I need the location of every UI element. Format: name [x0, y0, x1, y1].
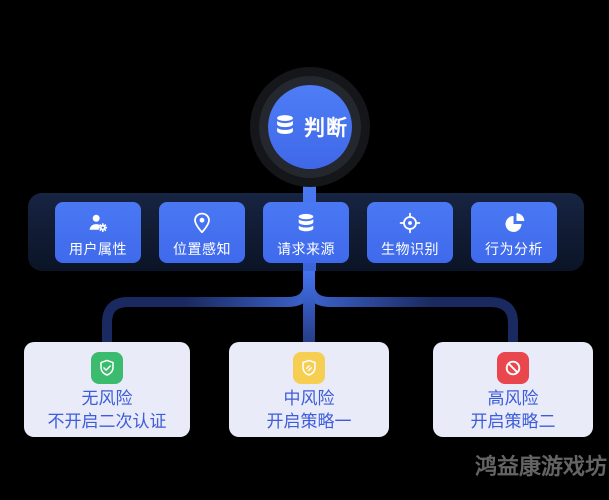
hub-label: 判断: [304, 117, 348, 140]
outcome-card-no-risk: 无风险 不开启二次认证: [24, 342, 190, 437]
factor-node-location: 位置感知: [159, 202, 245, 263]
factor-label: 请求来源: [277, 241, 335, 257]
outcome-card-medium-risk: 中风险 开启策略一: [229, 342, 389, 437]
database-icon: [272, 112, 298, 143]
outcome-subtitle: 不开启二次认证: [47, 412, 167, 431]
shield-alert-icon: [293, 352, 325, 384]
database-icon: [294, 210, 318, 235]
watermark: 鸿益康游戏坊: [474, 454, 607, 479]
factor-label: 用户属性: [69, 241, 127, 257]
outcome-title: 高风险: [487, 389, 539, 408]
shield-check-icon: [91, 352, 123, 384]
outcome-subtitle: 开启策略一: [266, 412, 352, 431]
outcome-card-high-risk: 高风险 开启策略二: [433, 342, 593, 437]
location-pin-icon: [190, 210, 214, 235]
outcome-title: 无风险: [81, 389, 133, 408]
factor-node-biometrics: 生物识别: [367, 202, 453, 263]
factor-node-behavior: 行为分析: [471, 202, 557, 263]
factor-node-user-attributes: 用户属性: [55, 202, 141, 263]
branch-connectors: [102, 271, 518, 343]
factor-label: 行为分析: [485, 241, 543, 257]
factor-label: 生物识别: [381, 241, 439, 257]
factor-node-request-source: 请求来源: [263, 202, 349, 263]
outcome-subtitle: 开启策略二: [470, 412, 556, 431]
hub-node: 判断: [268, 85, 352, 169]
crosshair-target-icon: [398, 210, 422, 235]
pie-chart-icon: [502, 210, 526, 235]
factor-label: 位置感知: [173, 241, 231, 257]
user-gear-icon: [86, 210, 110, 235]
outcome-title: 中风险: [283, 389, 335, 408]
block-icon: [497, 352, 529, 384]
